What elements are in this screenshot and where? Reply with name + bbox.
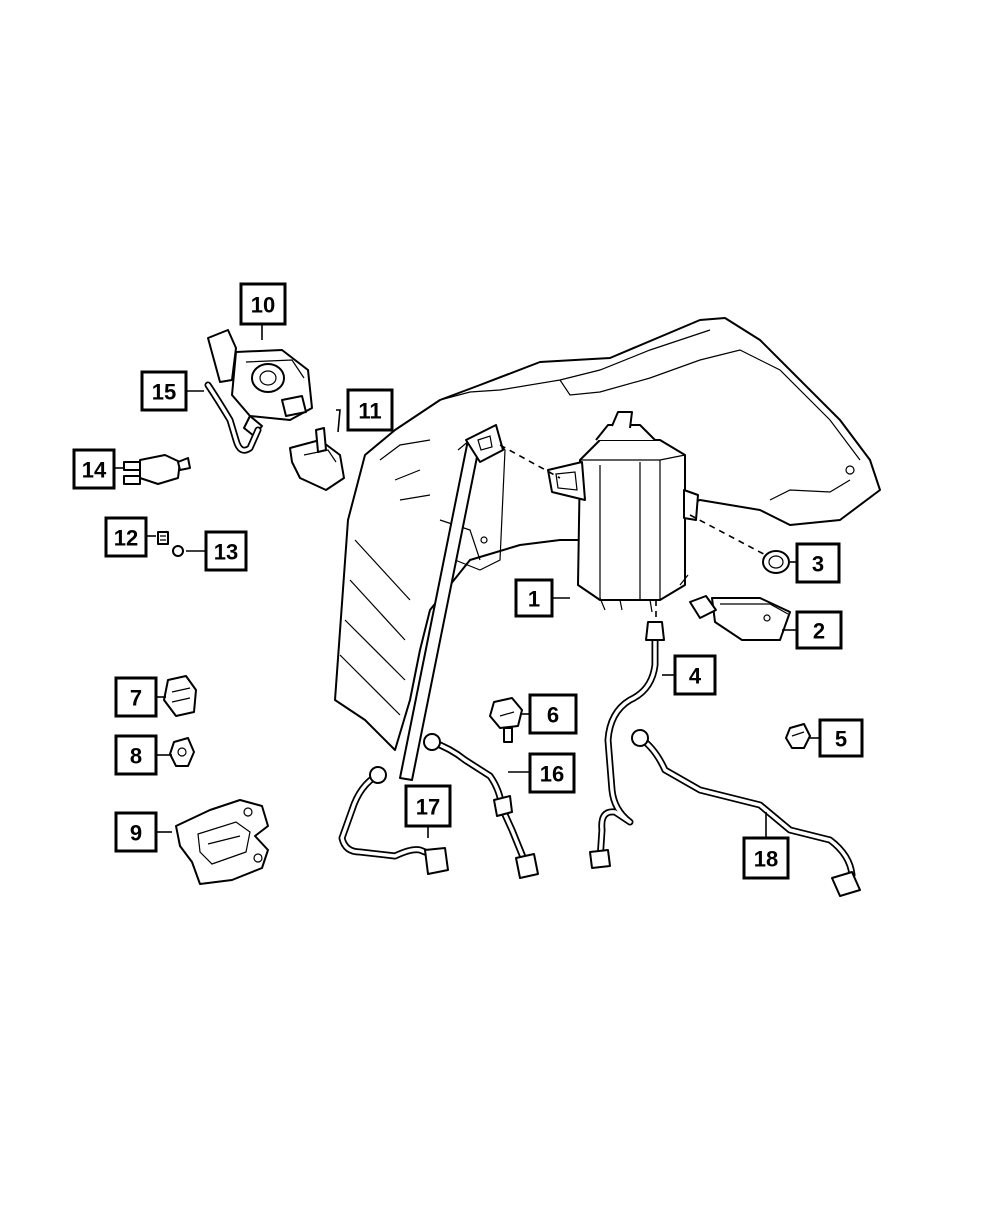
callout-14: 14 <box>72 448 116 490</box>
callout-8: 8 <box>114 734 158 776</box>
harness-clip <box>163 675 197 717</box>
callout-18: 18 <box>742 836 790 880</box>
grommet <box>762 550 790 574</box>
vapor-canister <box>547 411 699 613</box>
tee-connector <box>123 454 191 485</box>
assembly-line-canister-to-liner <box>499 444 561 479</box>
pump-hose <box>204 381 262 454</box>
callout-5: 5 <box>818 718 864 758</box>
callout-4: 4 <box>673 654 717 696</box>
callout-1: 1 <box>514 578 554 618</box>
leader-lines <box>114 324 820 838</box>
callout-12: 12 <box>104 516 148 558</box>
vent-hose <box>423 733 539 879</box>
callout-8-label: 8 <box>130 744 142 769</box>
assembly-line-canister-to-grommet <box>689 514 776 561</box>
callout-1-label: 1 <box>528 587 540 612</box>
nut <box>172 545 184 557</box>
callout-10: 10 <box>239 282 287 326</box>
callout-6: 6 <box>528 693 578 735</box>
callout-17: 17 <box>404 784 452 828</box>
callout-9: 9 <box>114 811 158 853</box>
pump-bracket <box>289 427 345 491</box>
leak-detection-pump <box>207 329 313 437</box>
callout-2-label: 2 <box>813 619 825 644</box>
callout-4-label: 4 <box>689 664 702 689</box>
callout-12-label: 12 <box>114 526 138 551</box>
callout-7: 7 <box>114 676 158 718</box>
callout-11-label: 11 <box>358 399 381 424</box>
fresh-air-hose <box>338 766 449 875</box>
callout-18-label: 18 <box>754 847 778 872</box>
callout-5-label: 5 <box>835 727 847 752</box>
callout-17-label: 17 <box>416 795 440 820</box>
callout-9-label: 9 <box>130 821 142 846</box>
callout-15-label: 15 <box>152 380 176 405</box>
canister-filter <box>689 595 791 641</box>
mounting-bracket <box>175 799 269 885</box>
callout-3: 3 <box>795 542 841 584</box>
vapor-hose <box>589 621 665 869</box>
hose-clip <box>489 697 523 743</box>
retainer-clip <box>785 723 811 749</box>
callout-7-label: 7 <box>130 686 142 711</box>
callout-11: 11 <box>346 388 394 432</box>
callout-2: 2 <box>795 610 843 650</box>
callout-13-label: 13 <box>214 540 238 565</box>
callout-6-label: 6 <box>547 703 559 728</box>
callout-16-label: 16 <box>540 762 564 787</box>
callout-14-label: 14 <box>82 458 107 483</box>
callout-16: 16 <box>528 752 576 794</box>
callout-3-label: 3 <box>812 552 824 577</box>
callout-10-label: 10 <box>251 293 275 318</box>
bolt <box>157 531 169 545</box>
callout-15: 15 <box>140 370 188 412</box>
hose-retainer <box>169 737 195 767</box>
purge-hose <box>631 729 861 897</box>
callout-13: 13 <box>204 530 248 572</box>
